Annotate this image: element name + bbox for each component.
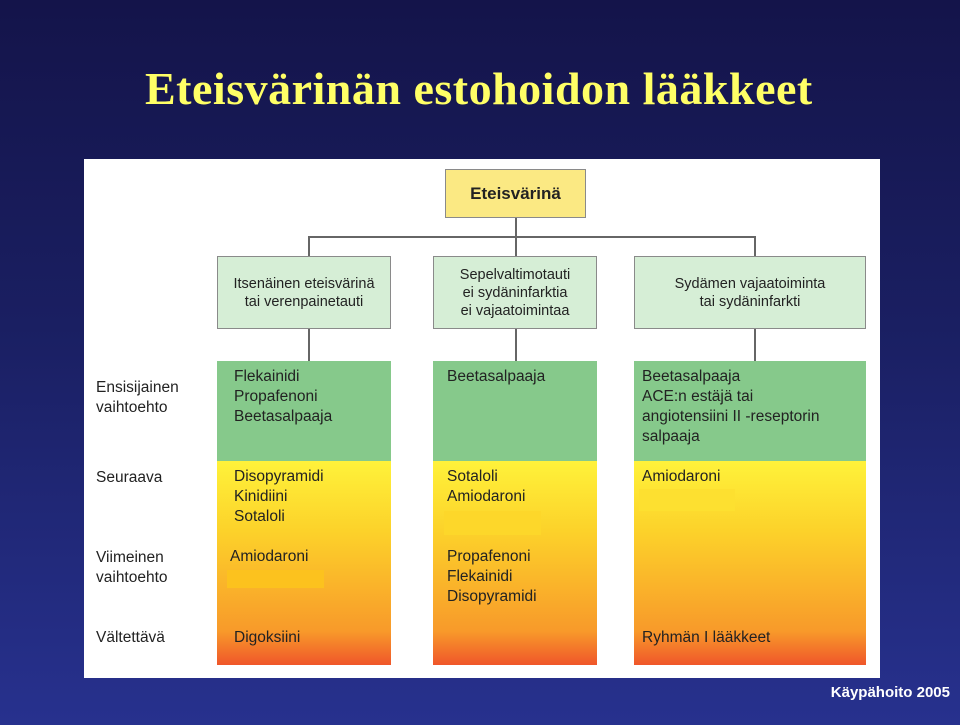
connector-col2 (515, 236, 517, 257)
column-2: Beetasalpaaja Sotaloli Amiodaroni Propaf… (433, 361, 597, 665)
highlight-col3-next (639, 489, 735, 511)
category-1-line-2: tai verenpainetauti (244, 293, 364, 310)
slide-title: Eteisvärinän estohoidon lääkkeet (145, 63, 813, 114)
col2-next-drugs: Sotaloli Amiodaroni (447, 468, 526, 505)
row-label-first: Ensisijainen vaihtoehto (96, 379, 179, 416)
treatment-diagram: Eteisvärinä Itsenäinen eteisvärinä tai v… (84, 159, 880, 678)
credit-label: Käypähoito 2005 (830, 684, 950, 701)
col1-avoid-drugs: Digoksiini (234, 629, 301, 646)
col3-first-drugs: Beetasalpaaja ACE:n estäjä tai angiotens… (642, 368, 820, 445)
row-label-next: Seuraava (96, 469, 163, 486)
connector-col1 (308, 236, 310, 257)
row-label-avoid: Vältettävä (96, 629, 165, 646)
category-3-line-1: Sydämen vajaatoiminta (674, 275, 826, 292)
connector-horizontal (308, 236, 756, 238)
col1-first-drugs: Flekainidi Propafenoni Beetasalpaaja (234, 368, 333, 425)
connector-cat1 (308, 328, 310, 361)
col1-next-drugs: Disopyramidi Kinidiini Sotaloli (234, 468, 324, 525)
col2-last-drugs: Propafenoni Flekainidi Disopyramidi (447, 548, 537, 605)
col1-last-drugs: Amiodaroni (230, 548, 309, 565)
col3-next-drugs: Amiodaroni (642, 468, 721, 485)
connector-cat2 (515, 328, 517, 361)
column-3: Beetasalpaaja ACE:n estäjä tai angiotens… (634, 361, 866, 665)
category-2-line-1: Sepelvaltimotauti (459, 266, 571, 283)
category-box-3: Sydämen vajaatoiminta tai sydäninfarkti (634, 256, 866, 329)
highlight-col2-next (444, 511, 541, 535)
column-1: Flekainidi Propafenoni Beetasalpaaja Dis… (217, 361, 391, 665)
category-2-line-3: ei vajaatoimintaa (460, 302, 570, 319)
category-1-line-1: Itsenäinen eteisvärinä (233, 275, 375, 292)
col2-first-drugs: Beetasalpaaja (447, 368, 546, 385)
row-label-last: Viimeinen vaihtoehto (96, 549, 168, 586)
root-node: Eteisvärinä (445, 169, 586, 218)
col3-avoid-drugs: Ryhmän I lääkkeet (642, 629, 771, 646)
category-box-1: Itsenäinen eteisvärinä tai verenpainetau… (217, 256, 391, 329)
connector-cat3 (754, 328, 756, 361)
connector-root-down (515, 218, 517, 237)
category-2-line-2: ei sydäninfarktia (462, 284, 568, 301)
category-3-line-2: tai sydäninfarkti (699, 293, 801, 310)
highlight-col1-last (227, 570, 324, 588)
connector-col3 (754, 236, 756, 257)
category-box-2: Sepelvaltimotauti ei sydäninfarktia ei v… (433, 256, 597, 329)
